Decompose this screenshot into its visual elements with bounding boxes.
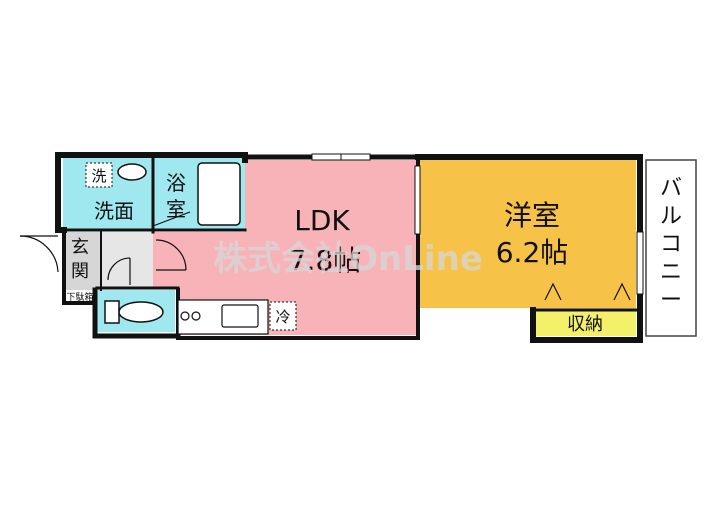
hall-floor	[101, 232, 153, 287]
western-room-floor	[418, 160, 636, 308]
balcony-sliding-door	[636, 231, 644, 295]
ldk-corridor-floor	[153, 232, 248, 287]
balcony-char-4: ニ	[660, 260, 682, 285]
balcony-char-5: ー	[660, 288, 682, 313]
bath-label-1: 浴	[166, 171, 186, 195]
kitchen-sink	[221, 304, 259, 328]
kitchen-counter	[177, 299, 269, 335]
watermark-text: 株式会社OnLine	[213, 239, 483, 279]
entrance-door	[19, 235, 59, 273]
stove-burner-right	[191, 311, 201, 321]
fridge-space	[269, 301, 297, 331]
western-room-name: 洋室	[504, 199, 560, 232]
storage-name: 収納	[567, 314, 603, 335]
bathtub	[197, 162, 241, 226]
stove-burner-left	[180, 311, 190, 321]
washer-label: 洗	[91, 167, 106, 185]
top-window	[311, 153, 371, 161]
ldk-name: LDK	[294, 204, 350, 237]
ldk-western-sliding-door	[414, 165, 421, 235]
balcony-label: バ ル コ ニ ー	[660, 176, 682, 313]
entrance-label-2: 関	[71, 261, 89, 282]
hall-door	[107, 239, 187, 285]
balcony-char-2: ル	[660, 204, 682, 229]
shoe-box-label: 下駄箱	[66, 291, 93, 303]
washer-space	[85, 162, 113, 188]
bath-door-line	[152, 211, 191, 227]
washroom-name: 洗面	[94, 199, 134, 223]
washbasin	[117, 163, 147, 181]
balcony-floor	[645, 159, 697, 337]
storage-floor	[536, 308, 636, 336]
entrance-floor	[64, 232, 101, 290]
fridge-label: 冷	[275, 308, 290, 326]
western-room-size: 6.2帖	[496, 236, 569, 269]
ldk-size: 7.8帖	[289, 244, 362, 277]
bath-label-2: 室	[166, 197, 186, 221]
entrance-label-1: 玄	[71, 237, 89, 258]
storage-doors	[544, 282, 631, 301]
toilet	[104, 300, 164, 324]
balcony-char-1: バ	[660, 176, 682, 201]
balcony-char-3: コ	[660, 232, 682, 257]
